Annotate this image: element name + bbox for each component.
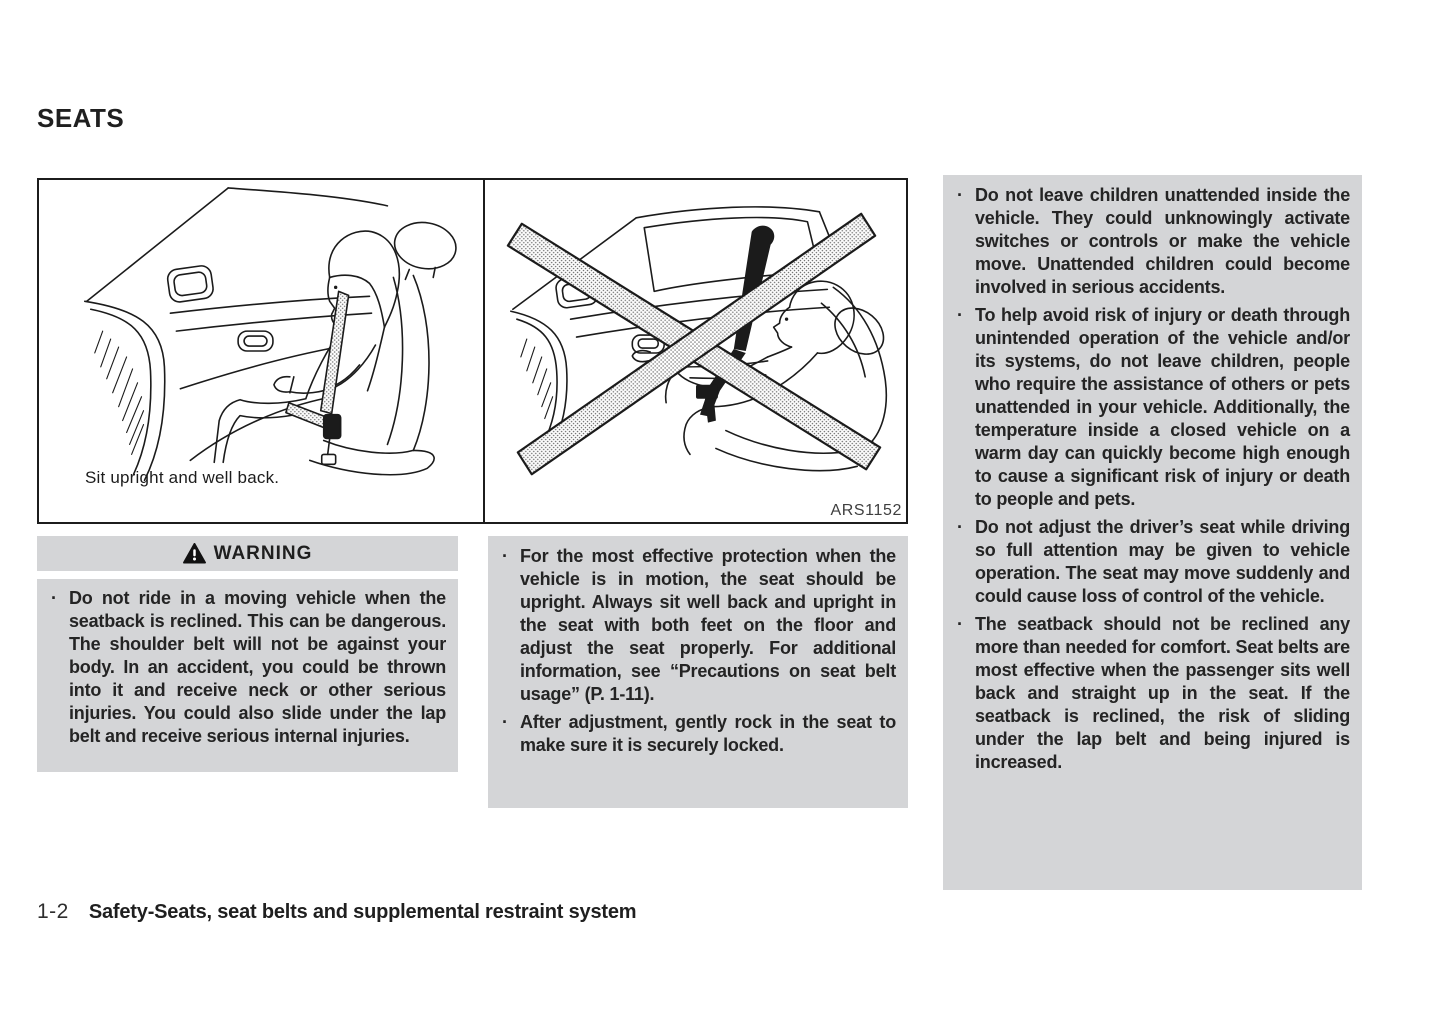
bullet-marker: · [957,185,963,205]
precaution-text: Do not adjust the driver’s seat while dr… [975,517,1350,606]
figure-code: ARS1152 [830,502,902,519]
list-item: · The seatback should not be reclined an… [951,613,1350,774]
seat-posture-figure: Sit upright and well back. [37,178,908,524]
precaution-text: To help avoid risk of injury or death th… [975,305,1350,509]
reclined-seat-crossed-illustration [506,206,888,476]
bullet-marker: · [51,588,57,608]
warning-text: Do not ride in a moving vehicle when the… [69,588,446,746]
list-item: · For the most effective protection when… [496,545,896,706]
upright-seating-illustration [83,187,457,482]
page-title: SEATS [37,103,125,134]
bullet-marker: · [957,517,963,537]
bullet-marker: · [502,546,508,566]
figure-panel-correct-posture: Sit upright and well back. [39,180,485,522]
warning-triangle-icon [182,543,206,564]
note-text: For the most effective protection when t… [520,546,896,704]
list-item: · Do not leave children unattended insid… [951,184,1350,299]
precaution-text: The seatback should not be reclined any … [975,614,1350,772]
bullet-marker: · [957,305,963,325]
warning-header: WARNING [37,536,458,571]
figure-caption: Sit upright and well back. [85,468,280,487]
bullet-marker: · [502,712,508,732]
list-item: · After adjustment, gently rock in the s… [496,711,896,757]
list-item: · Do not ride in a moving vehicle when t… [45,587,446,748]
warning-body: · Do not ride in a moving vehicle when t… [37,579,458,772]
safety-precautions-section: · Do not leave children unattended insid… [943,175,1362,890]
seat-adjustment-notes-section: · For the most effective protection when… [488,536,908,808]
precaution-text: Do not leave children unattended inside … [975,185,1350,297]
list-item: · Do not adjust the driver’s seat while … [951,516,1350,608]
footer-section-title: Safety-Seats, seat belts and supplementa… [88,901,637,923]
page-footer: 1-2 Safety-Seats, seat belts and supplem… [37,900,637,924]
page-number: 1-2 [37,900,69,923]
note-text: After adjustment, gently rock in the sea… [520,712,896,755]
figure-panel-reclined-crossed: ARS1152 [485,180,906,522]
list-item: · To help avoid risk of injury or death … [951,304,1350,511]
bullet-marker: · [957,614,963,634]
warning-label: WARNING [213,542,313,564]
warning-section: WARNING · Do not ride in a moving vehicl… [37,536,458,772]
